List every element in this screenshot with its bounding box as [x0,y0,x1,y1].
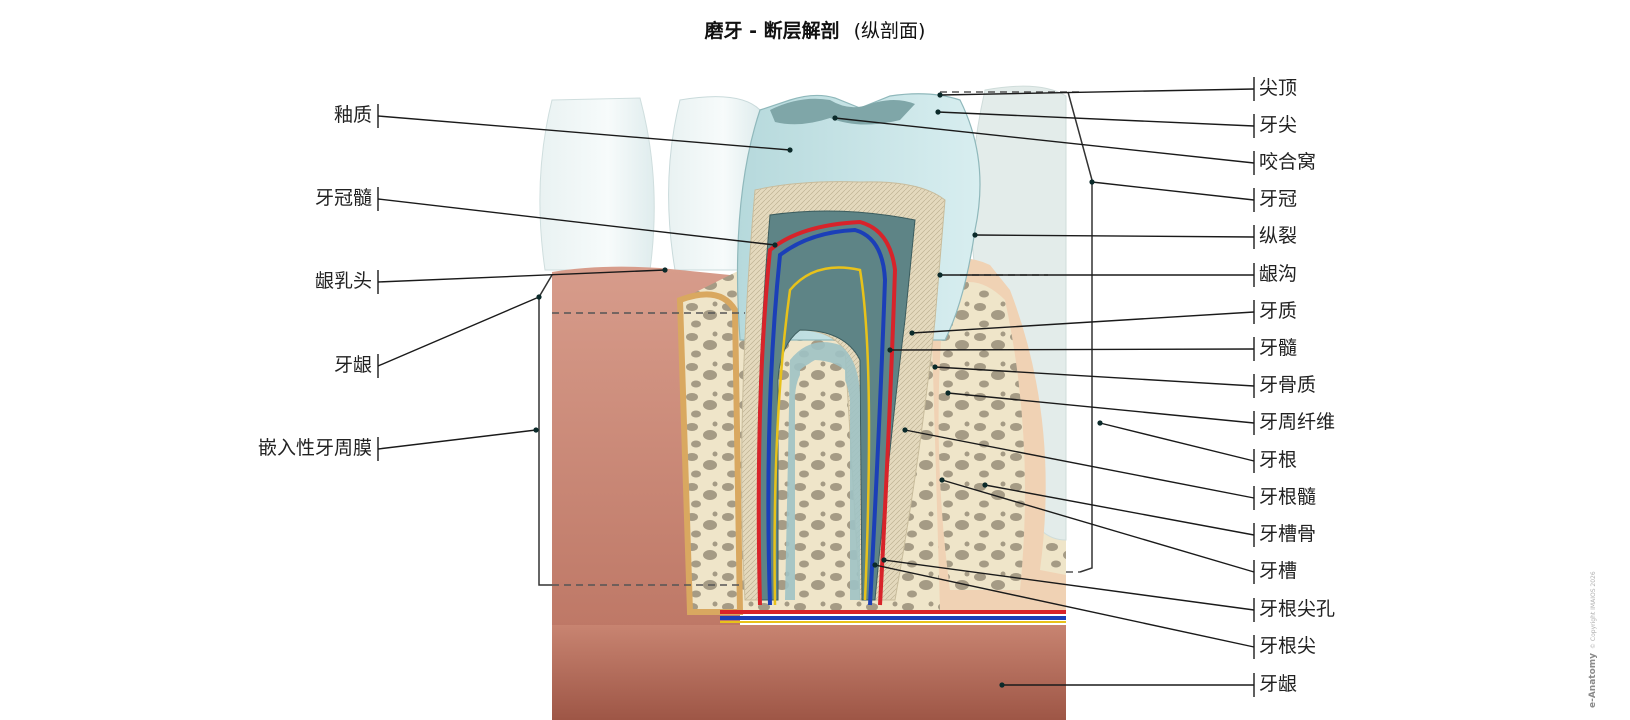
leader-lines [377,77,1255,697]
anchor-embedded-pdl [533,427,539,433]
anchor-gingival-papilla [662,267,668,273]
label-gingival-papilla: 龈乳头 [314,270,372,292]
occlusal-surface [770,98,915,125]
credit-brand: e-Anatomy [1588,652,1598,708]
anchor-pulp [887,347,893,353]
anchor-alveolar-bone [982,482,988,488]
label-fissure: 纵裂 [1259,225,1298,247]
label-pulp-crown: 牙冠髓 [314,187,372,209]
leader-fissure [974,234,1255,238]
anchor-pulp-crown [772,242,778,248]
anchor-cusp [935,109,941,115]
label-alveolus: 牙槽 [1259,560,1298,582]
leader-root [1099,422,1255,462]
label-crown: 牙冠 [1259,188,1298,210]
label-cusp: 牙尖 [1259,114,1298,136]
anchor-gingival-sulcus [937,272,943,278]
anchor-fissure [972,232,978,238]
label-root-pulp: 牙根髓 [1259,486,1317,508]
label-gingival-sulcus: 龈沟 [1259,263,1298,285]
anchor-cusp-tip [937,92,943,98]
inter-radicular-bone [798,361,848,600]
vein-vessel [766,227,888,606]
label-cusp-tip: 尖顶 [1259,77,1298,99]
leader-crown [1091,181,1255,201]
label-gingiva-left: 牙龈 [333,354,372,376]
label-periodontal-fibers: 牙周纤维 [1259,411,1336,433]
anchor-cementum [932,364,938,370]
title-main: 磨牙 - 断层解剖 [704,20,840,42]
label-cementum: 牙骨质 [1259,374,1317,396]
label-occlusal-fossa: 咬合窝 [1259,151,1317,173]
leader-alveolus [941,479,1255,573]
anchor-root [1097,420,1103,426]
leader-embedded-pdl [377,429,537,450]
label-enamel: 釉质 [333,104,372,126]
label-apex: 牙根尖 [1259,635,1317,657]
leader-occlusal-fossa [834,117,1255,164]
gum-bottom [552,625,1066,720]
artery-vessel [756,219,898,606]
leader-pulp-crown [377,198,776,246]
anchor-crown [1089,179,1095,185]
leader-gingival-papilla [377,269,666,283]
nerve-vessel [773,266,871,606]
cementum-ring [785,342,860,600]
label-alveolar-bone: 牙槽骨 [1259,523,1317,545]
leader-apex [874,564,1255,648]
leader-cementum [934,366,1255,387]
anchor-gingiva-left [536,294,542,300]
leader-pulp [889,348,1255,351]
leader-cusp [937,111,1255,127]
label-gingiva-right: 牙龈 [1259,673,1298,695]
anchor-apex [872,562,878,568]
label-root: 牙根 [1259,449,1298,471]
anchor-enamel [787,147,793,153]
label-pulp: 牙髓 [1259,337,1298,359]
anchor-periodontal-fibers [945,390,951,396]
leader-alveolar-bone [984,484,1255,536]
leader-gingiva-left [377,296,540,367]
bone-right [938,282,1025,590]
leader-root-pulp [904,429,1255,499]
credit-copyright: © Copyright IMAIOS 2026 [1590,571,1597,649]
label-dentin: 牙质 [1259,300,1298,322]
left-bracket [538,274,553,586]
neighbor-tooth-left [539,97,655,271]
leader-dentin [911,311,1255,334]
figure-title: 磨牙 - 断层解剖 (纵剖面) [0,16,1630,43]
leader-periodontal-fibers [947,392,1255,424]
anchor-dentin [909,330,915,336]
leader-cusp-tip [939,88,1255,96]
right-bracket [1067,91,1093,573]
copyright-credit: e-Anatomy © Copyright IMAIOS 2026 [1588,571,1598,708]
leader-enamel [377,115,791,151]
label-apical-foramen: 牙根尖孔 [1259,598,1336,620]
title-subtitle: (纵剖面) [853,20,926,42]
bone-strip-left [676,291,744,615]
anchor-apical-foramen [881,557,887,563]
leader-apical-foramen [883,559,1255,611]
label-embedded-pdl: 嵌入性牙周膜 [257,437,372,459]
anchor-alveolus [939,477,945,483]
anchor-occlusal-fossa [832,115,838,121]
anchor-gingiva-right [999,682,1005,688]
anchor-root-pulp [902,427,908,433]
